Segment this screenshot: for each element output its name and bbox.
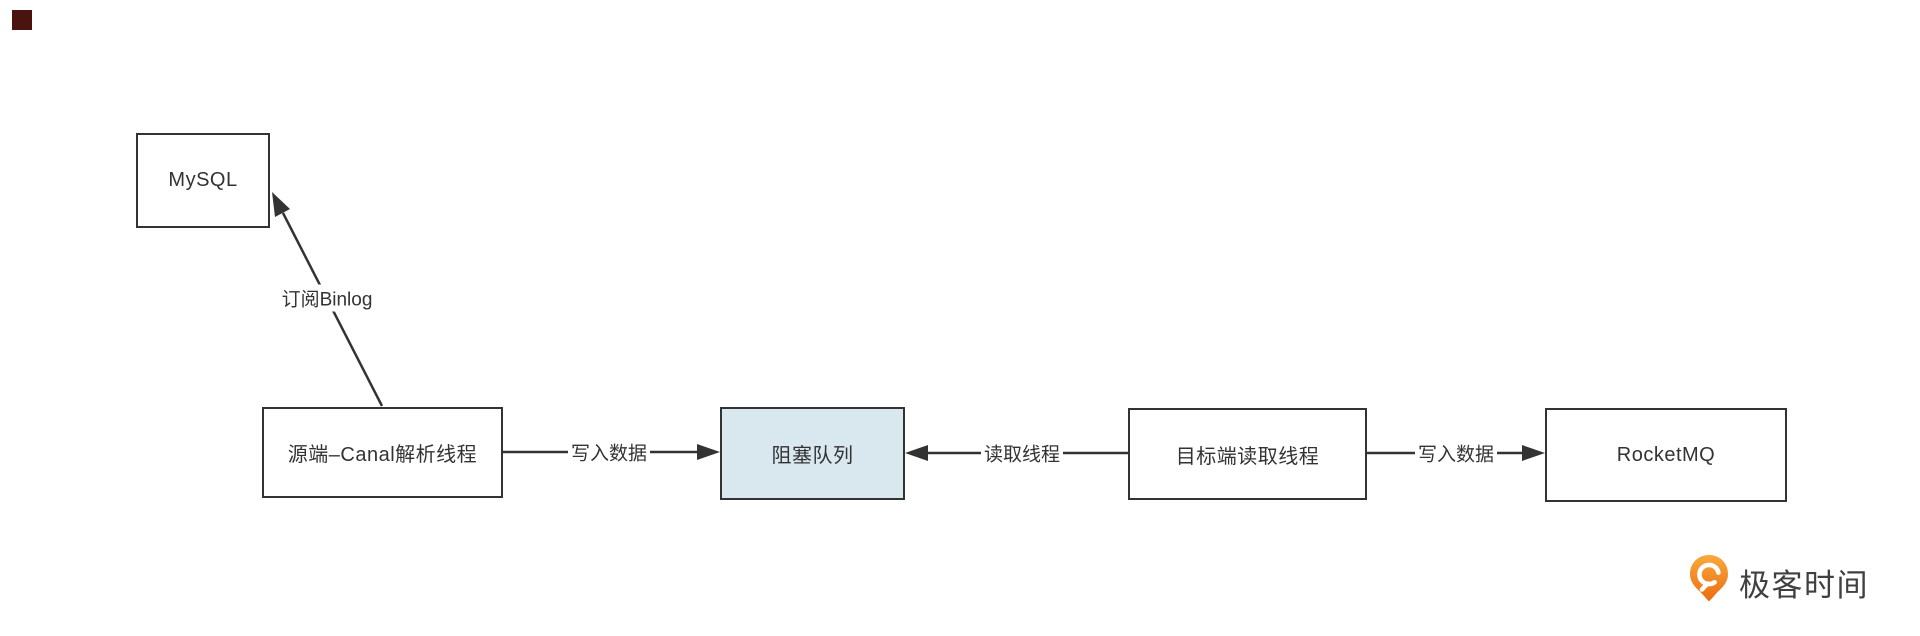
geektime-logo-text: 极客时间 xyxy=(1739,567,1869,603)
node-source-canal-thread: 源端–Canal解析线程 xyxy=(262,407,503,498)
edge-label-read-thread: 读取线程 xyxy=(980,439,1064,467)
node-mysql: MySQL xyxy=(136,133,270,228)
node-target-read-thread: 目标端读取线程 xyxy=(1128,408,1367,500)
edge-label-write-data-source: 写入数据 xyxy=(567,438,651,466)
node-blocking-queue: 阻塞队列 xyxy=(720,407,905,500)
corner-mark xyxy=(12,10,32,30)
edge-label-write-data-target: 写入数据 xyxy=(1414,439,1498,467)
geektime-logo: 极客时间 xyxy=(1688,554,1869,610)
geektime-pin-icon xyxy=(1688,554,1730,610)
node-rocketmq: RocketMQ xyxy=(1545,408,1787,502)
edge-label-subscribe-binlog: 订阅Binlog xyxy=(278,284,376,312)
